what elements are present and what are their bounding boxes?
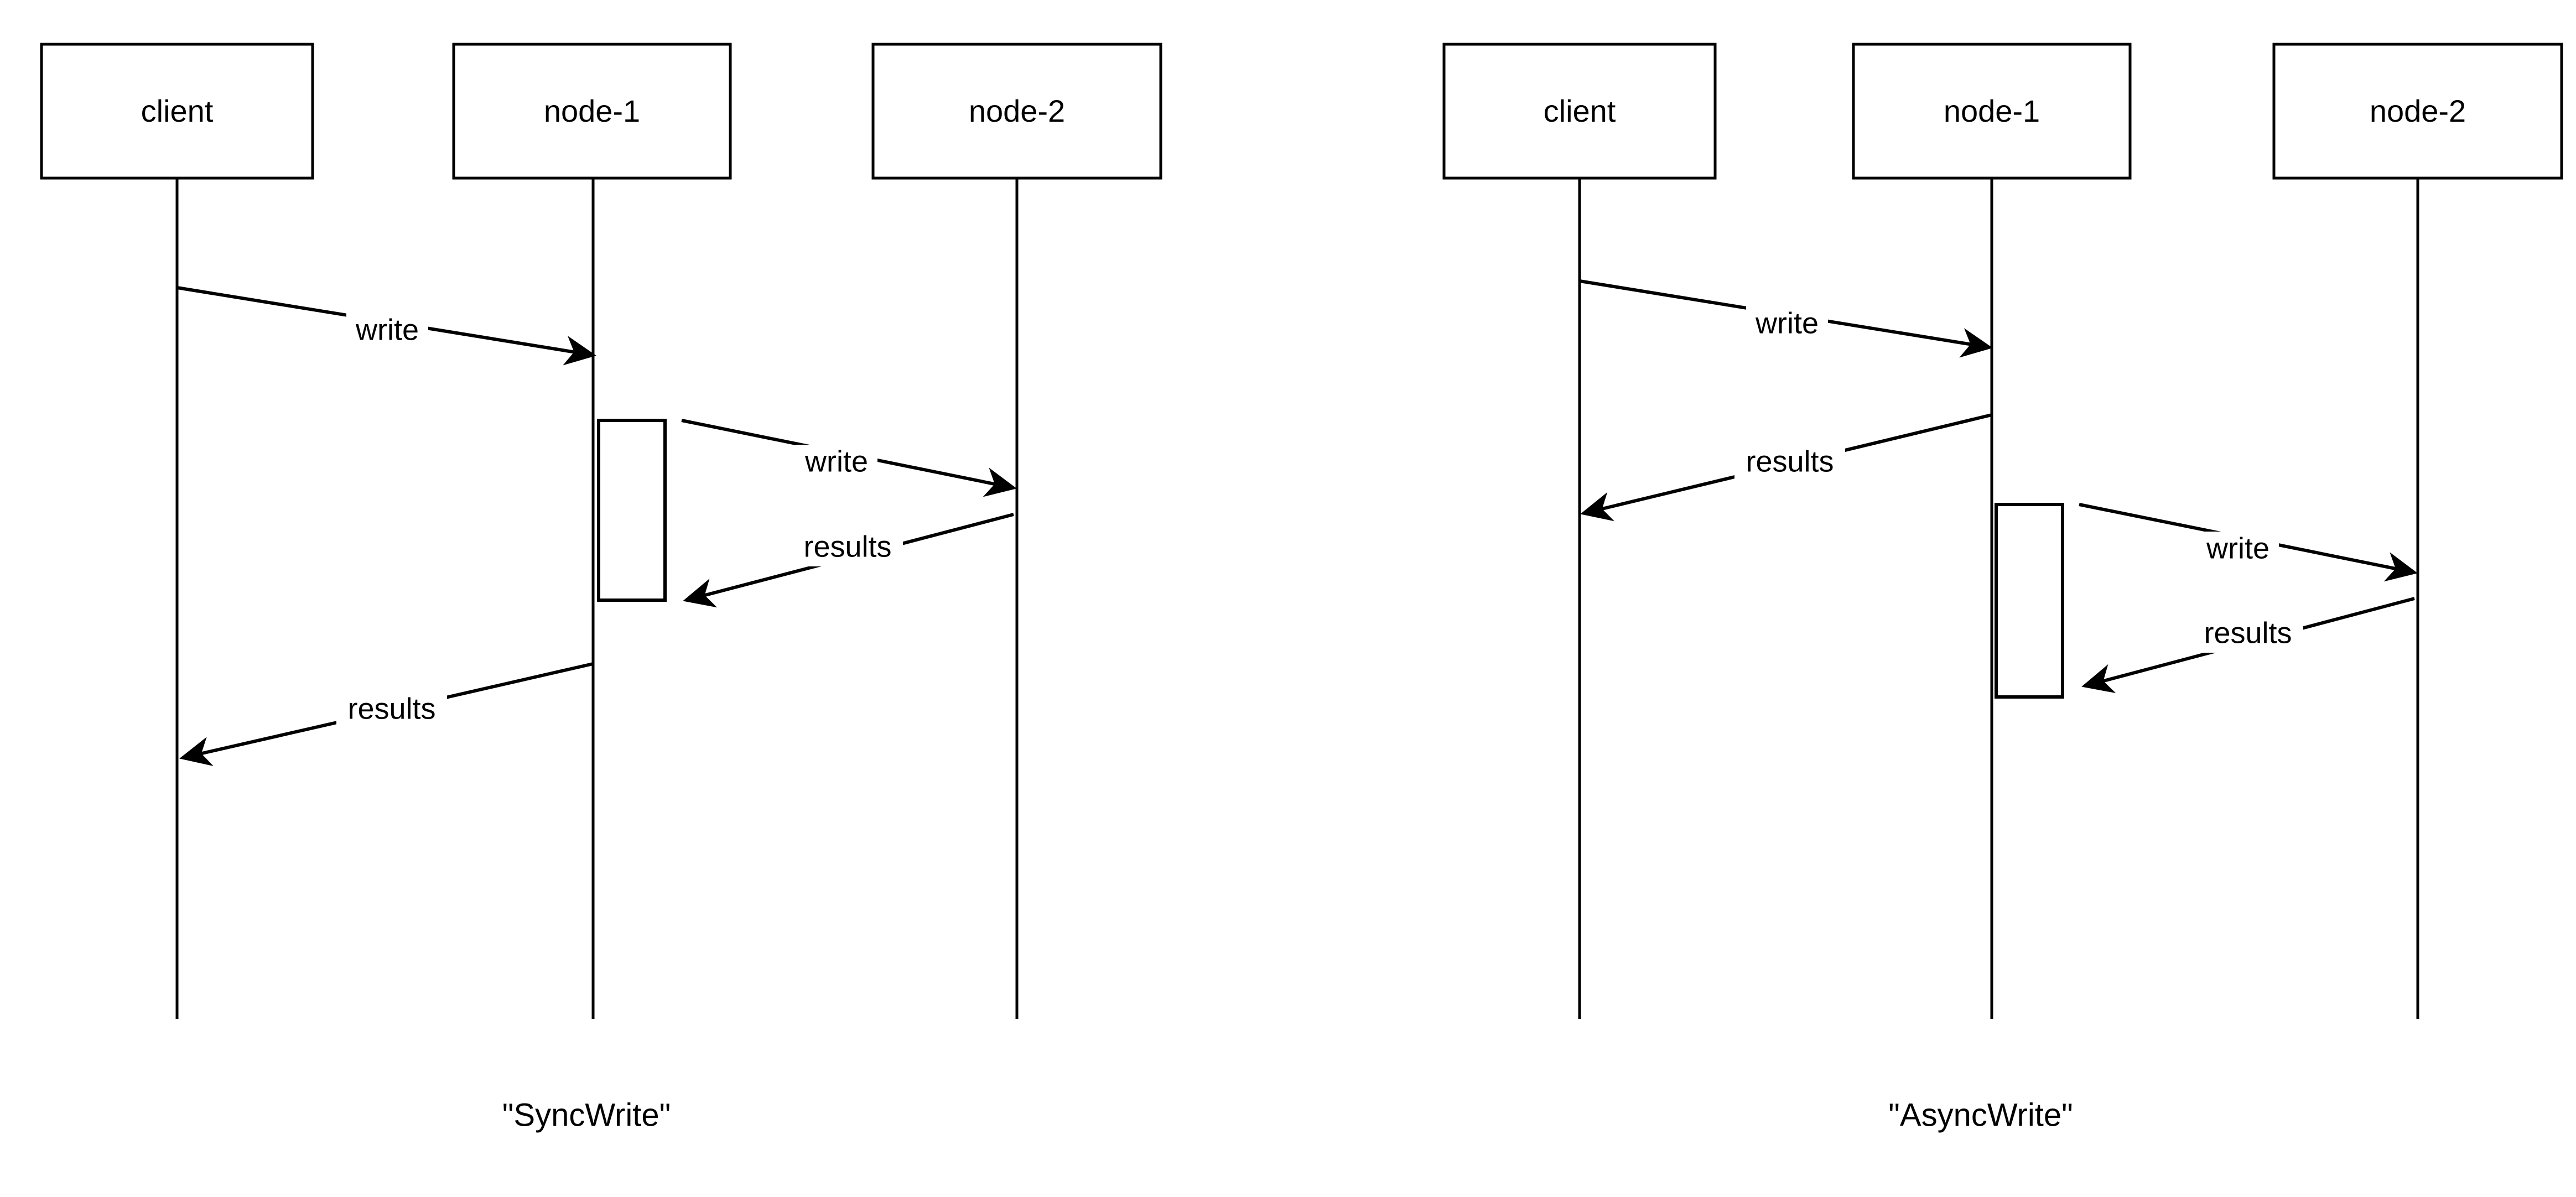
message-label-backdrop: [336, 692, 447, 728]
participant-label-client: client: [141, 93, 214, 128]
message-label-backdrop: [1734, 445, 1845, 481]
message-label-write-2: write: [2206, 532, 2269, 565]
message-label-backdrop: [346, 313, 428, 350]
message-label-write-0: write: [1755, 306, 1819, 340]
message-label-backdrop: [1746, 306, 1828, 343]
message-label-results-2: results: [803, 530, 891, 563]
participant-box-node-2[interactable]: [2272, 43, 2563, 180]
message-label-backdrop: [2197, 532, 2279, 568]
message-label-write-1: write: [804, 445, 868, 478]
participant-label-node-2: node-2: [969, 93, 1065, 128]
participant-box-client[interactable]: [40, 43, 314, 180]
participant-label-node-1: node-1: [544, 93, 640, 128]
message-label-backdrop: [792, 530, 903, 566]
message-label-results-1: results: [1746, 445, 1834, 478]
diagram-caption-async-write: "AsyncWrite": [1888, 1097, 2073, 1133]
participant-box-node-1[interactable]: [452, 43, 732, 180]
diagram-caption-sync-write: "SyncWrite": [502, 1097, 671, 1133]
message-label-results-3: results: [2204, 616, 2292, 649]
sequence-diagram-async-write: client node-1 node-2 write results write resul…: [1442, 43, 2563, 1133]
sequence-diagram-sync-write: client node-1 node-2 write write results resul…: [40, 43, 1162, 1133]
message-label-backdrop: [796, 445, 877, 481]
activation-box-node-1: [1995, 503, 2064, 699]
message-label-write-0: write: [355, 313, 419, 346]
participant-box-node-2[interactable]: [871, 43, 1162, 180]
participant-label-client: client: [1544, 93, 1616, 128]
message-label-results-3: results: [347, 692, 435, 725]
message-label-backdrop: [2193, 616, 2303, 653]
participant-box-node-1[interactable]: [1852, 43, 2132, 180]
participant-label-node-1: node-1: [1944, 93, 2040, 128]
participant-box-client[interactable]: [1442, 43, 1717, 180]
activation-box-node-1: [597, 419, 667, 602]
participant-label-node-2: node-2: [2370, 93, 2466, 128]
diagram-render-root: client node-1 node-2 write write results resul…: [40, 43, 2563, 1133]
